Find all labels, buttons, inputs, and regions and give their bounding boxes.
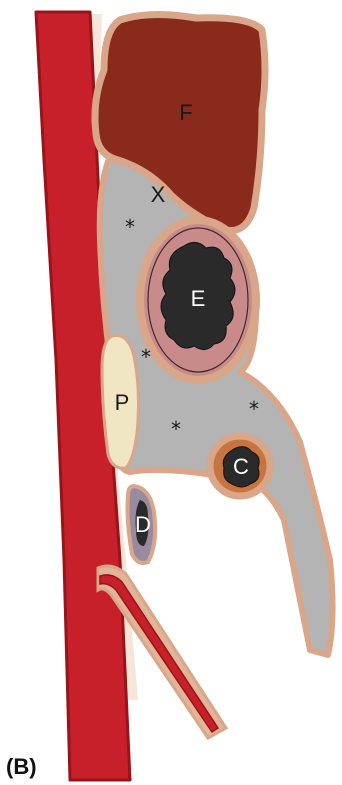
asterisk-marker: *	[171, 417, 181, 441]
label-C: C	[233, 454, 249, 479]
label-E: E	[191, 286, 206, 311]
label-F: F	[179, 100, 192, 125]
label-X: X	[151, 182, 166, 207]
asterisk-marker: *	[249, 397, 259, 421]
asterisk-marker: *	[125, 215, 135, 239]
label-P: P	[115, 390, 130, 415]
panel-label: (B)	[6, 754, 37, 779]
asterisk-marker: *	[141, 345, 151, 369]
label-D: D	[135, 512, 151, 537]
